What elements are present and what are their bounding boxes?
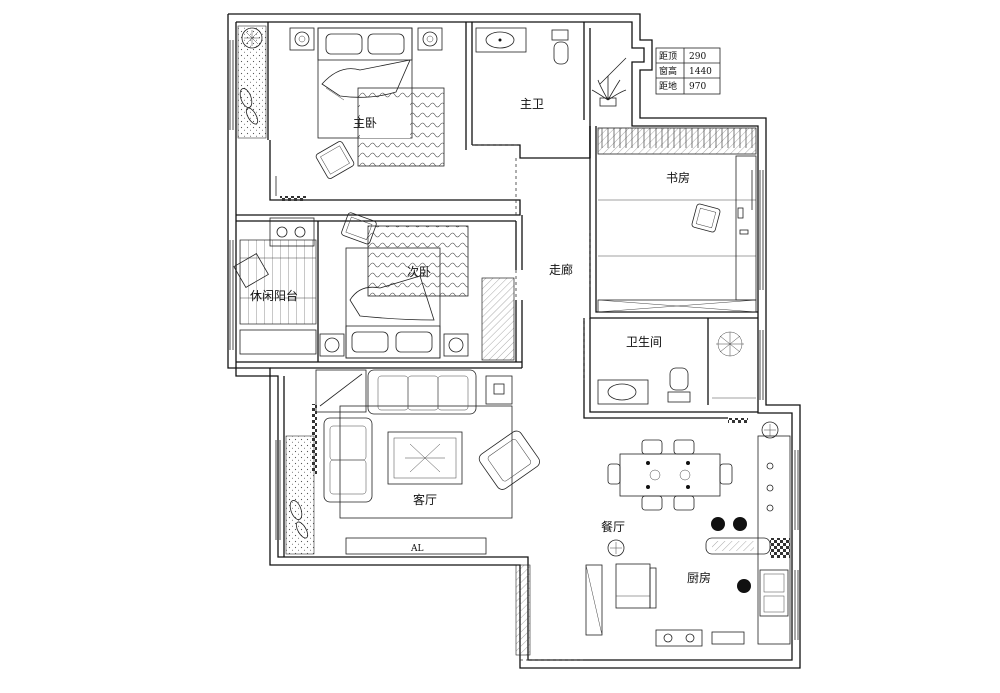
study: 书房 (597, 127, 757, 313)
refrigerator (615, 563, 651, 609)
planter-strip (285, 435, 315, 555)
toilet-icon (551, 29, 569, 65)
counter-appliance (711, 631, 745, 645)
radiator (280, 196, 306, 201)
legend-value-2: 1440 (689, 67, 712, 77)
room-label-master-bath: 主卫 (520, 97, 544, 111)
legend-label-2: 窗高 (659, 65, 677, 77)
person-icon (737, 579, 751, 593)
entry-closet (515, 564, 531, 656)
coffee-table-icon (387, 431, 463, 485)
potted-plant-icon (289, 500, 309, 539)
office-chair-icon (691, 203, 721, 233)
radiator (728, 418, 748, 423)
kitchen-sink-icon (759, 569, 789, 617)
bookshelf (597, 127, 757, 155)
armchair-icon (341, 212, 377, 245)
room-label-master-bedroom: 主卧 (353, 116, 377, 130)
toilet-icon (667, 367, 691, 403)
room-label-bathroom: 卫生间 (626, 335, 662, 349)
armchair-icon (315, 141, 355, 179)
wood-deck (239, 239, 317, 325)
room-label-living-room: 客厅 (413, 492, 437, 507)
second-bedroom: 次卧 (319, 212, 515, 361)
shoe-cabinet (585, 564, 603, 636)
wardrobe (481, 277, 515, 361)
area-rug (367, 225, 469, 297)
room-label-leisure-balcony: 休闲阳台 (250, 288, 298, 303)
living-rug (339, 405, 513, 519)
living-room: AL 客厅 (285, 369, 540, 555)
tv-cabinet: AL (345, 537, 487, 555)
bottom-cabinet (597, 299, 757, 313)
legend-value-1: 290 (689, 52, 706, 62)
door-openings (472, 144, 591, 661)
dining-chair-icon (607, 439, 733, 511)
legend-label-1: 距顶 (659, 51, 677, 62)
stove-icon (655, 629, 703, 647)
outer-walls (227, 13, 801, 669)
room-label-kitchen: 厨房 (687, 570, 711, 585)
sink-icon (475, 27, 527, 53)
armchair-icon (478, 430, 540, 490)
leisure-balcony: 休闲阳台 (233, 217, 317, 355)
two-seat-sofa-icon (323, 417, 373, 503)
window-height-legend: 距顶 290 窗高 1440 距地 970 (655, 47, 721, 95)
plant-icon (607, 421, 779, 557)
dining-table-icon (619, 453, 721, 497)
side-table-icon (485, 375, 513, 405)
plant-icon (591, 76, 627, 107)
legend-label-3: 距地 (659, 80, 677, 92)
master-bedroom: 主卧 (237, 25, 445, 201)
sink-cabinet (269, 217, 315, 247)
room-label-second-bedroom: 次卧 (407, 265, 431, 279)
room-label-corridor: 走廊 (549, 262, 573, 277)
kitchen: 厨房 (615, 435, 791, 647)
radiator (312, 404, 317, 474)
desk (735, 155, 757, 301)
lounge-chair-icon (233, 253, 269, 288)
stool-icon (711, 517, 747, 531)
double-bed-icon (345, 247, 441, 359)
room-label-study: 书房 (666, 170, 690, 185)
storage-cabinet (239, 329, 317, 355)
master-bath: 主卫 (475, 27, 627, 111)
column (770, 538, 790, 558)
legend-value-3: 970 (689, 82, 706, 92)
interior-walls (236, 22, 758, 557)
windows (229, 40, 799, 640)
nightstand-icon (319, 333, 469, 357)
potted-plant-icon (239, 27, 263, 125)
tv-label: AL (410, 544, 423, 554)
bathroom: 卫生间 (597, 331, 756, 405)
three-seat-sofa-icon (367, 369, 477, 415)
shower-icon (716, 331, 744, 357)
side-table (315, 369, 367, 413)
sink-icon (597, 379, 649, 405)
room-label-dining-room: 餐厅 (601, 519, 625, 534)
dining-room: 餐厅 (601, 418, 779, 557)
bookshelf-ticks (601, 128, 753, 148)
nightstand-icon (289, 27, 443, 51)
